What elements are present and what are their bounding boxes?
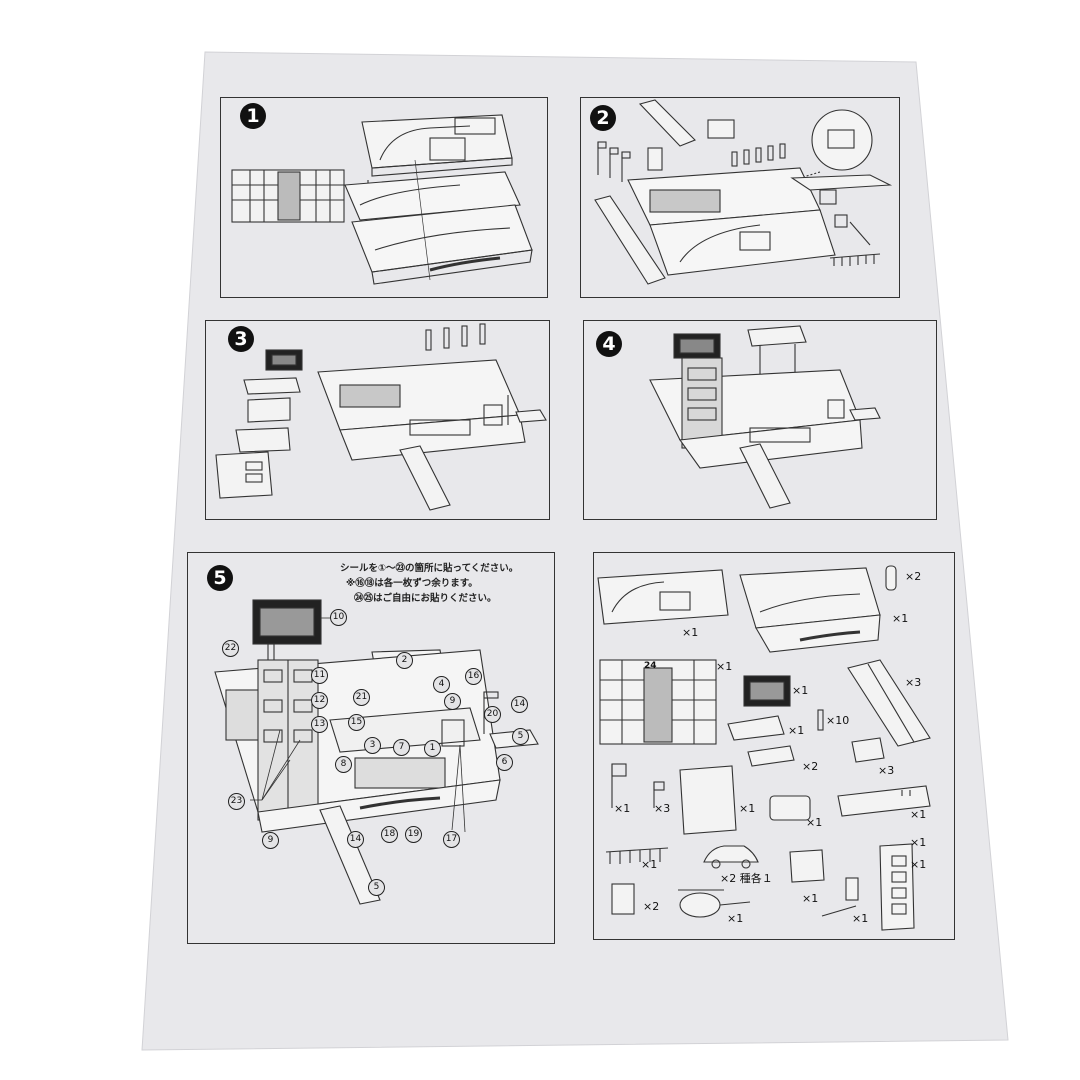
step2-illustration — [594, 99, 893, 285]
part-count: ×1 — [682, 626, 699, 639]
step5-illustration — [214, 599, 539, 905]
callout: 13 — [311, 716, 328, 733]
step4-panel — [583, 320, 937, 520]
comb-part — [829, 253, 881, 266]
step-number-2: 2 — [590, 105, 616, 131]
step-number-5: 5 — [207, 565, 233, 591]
step2-panel — [580, 97, 900, 298]
part-count: ×1 — [614, 802, 631, 815]
callout: 11 — [311, 667, 328, 684]
callout: 22 — [222, 640, 239, 657]
part-count: ×1 — [727, 912, 744, 925]
callout: 20 — [484, 706, 501, 723]
part-count: ×1 — [641, 858, 658, 871]
callout: 8 — [335, 756, 352, 773]
part-count: ×1 — [739, 802, 756, 815]
callout: 19 — [405, 826, 422, 843]
step-number-4: 4 — [596, 331, 622, 357]
callout: 18 — [381, 826, 398, 843]
part-count: ×2 — [643, 900, 660, 913]
callout-leaders — [250, 617, 466, 833]
callout: 9 — [262, 832, 279, 849]
step1-illustration — [231, 114, 533, 285]
sticker-instruction-1: シールを①～㉓の箇所に貼ってください。 — [340, 563, 519, 574]
callout: 3 — [364, 737, 381, 754]
callout: 23 — [228, 793, 245, 810]
callout: 5 — [512, 728, 529, 745]
part-count: ×2 種各１ — [720, 872, 773, 885]
step-number-3: 3 — [228, 326, 254, 352]
part-count: ×2 — [802, 760, 819, 773]
part-count: ×1 — [788, 724, 805, 737]
part-count: ×1 — [910, 836, 927, 849]
callout: 14 — [347, 831, 364, 848]
part-count: ×1 — [806, 816, 823, 829]
callout: 6 — [496, 754, 513, 771]
parking-sticker — [599, 659, 717, 745]
part-count: ×10 — [826, 714, 850, 727]
part-count: ×1 — [910, 858, 927, 871]
step3-illustration — [215, 323, 547, 511]
sticker-instruction-3: ㉔㉕はご自由にお貼りください。 — [354, 593, 497, 604]
sticker-instruction-2: ※⑯⑱は各一枚ずつ余ります。 — [346, 578, 478, 589]
part-count: ×1 — [852, 912, 869, 925]
sign-text: 24 — [644, 661, 657, 671]
part-count: ×1 — [910, 808, 927, 821]
parts-illustration — [597, 565, 931, 931]
part-count: ×1 — [892, 612, 909, 625]
clip-row — [425, 323, 486, 351]
part-count: ×3 — [878, 764, 895, 777]
callout: 4 — [433, 676, 450, 693]
part-count: ×1 — [716, 660, 733, 673]
comb-part — [605, 847, 669, 864]
callout: 21 — [353, 689, 370, 706]
callout: 7 — [393, 739, 410, 756]
part-count: ×3 — [654, 802, 671, 815]
step-number-1: 1 — [240, 103, 266, 129]
part-count: ×2 — [905, 570, 922, 583]
step1-panel — [220, 97, 548, 298]
callout: 12 — [311, 692, 328, 709]
callout: 1 — [424, 740, 441, 757]
part-count: ×1 — [802, 892, 819, 905]
callout: 14 — [511, 696, 528, 713]
flag-poles — [597, 141, 631, 182]
callout: 16 — [465, 668, 482, 685]
callout: 15 — [348, 714, 365, 731]
clip-row — [731, 143, 786, 167]
step4-illustration — [649, 325, 881, 509]
part-count: ×3 — [905, 676, 922, 689]
callout: 10 — [330, 609, 347, 626]
callout: 17 — [443, 831, 460, 848]
parking-sticker-sheet — [231, 169, 345, 223]
callout: 2 — [396, 652, 413, 669]
callout: 5 — [368, 879, 385, 896]
parts-list-panel — [593, 552, 955, 940]
step3-panel — [205, 320, 550, 520]
step5-panel — [187, 552, 555, 944]
part-count: ×1 — [792, 684, 809, 697]
callout: 9 — [444, 693, 461, 710]
